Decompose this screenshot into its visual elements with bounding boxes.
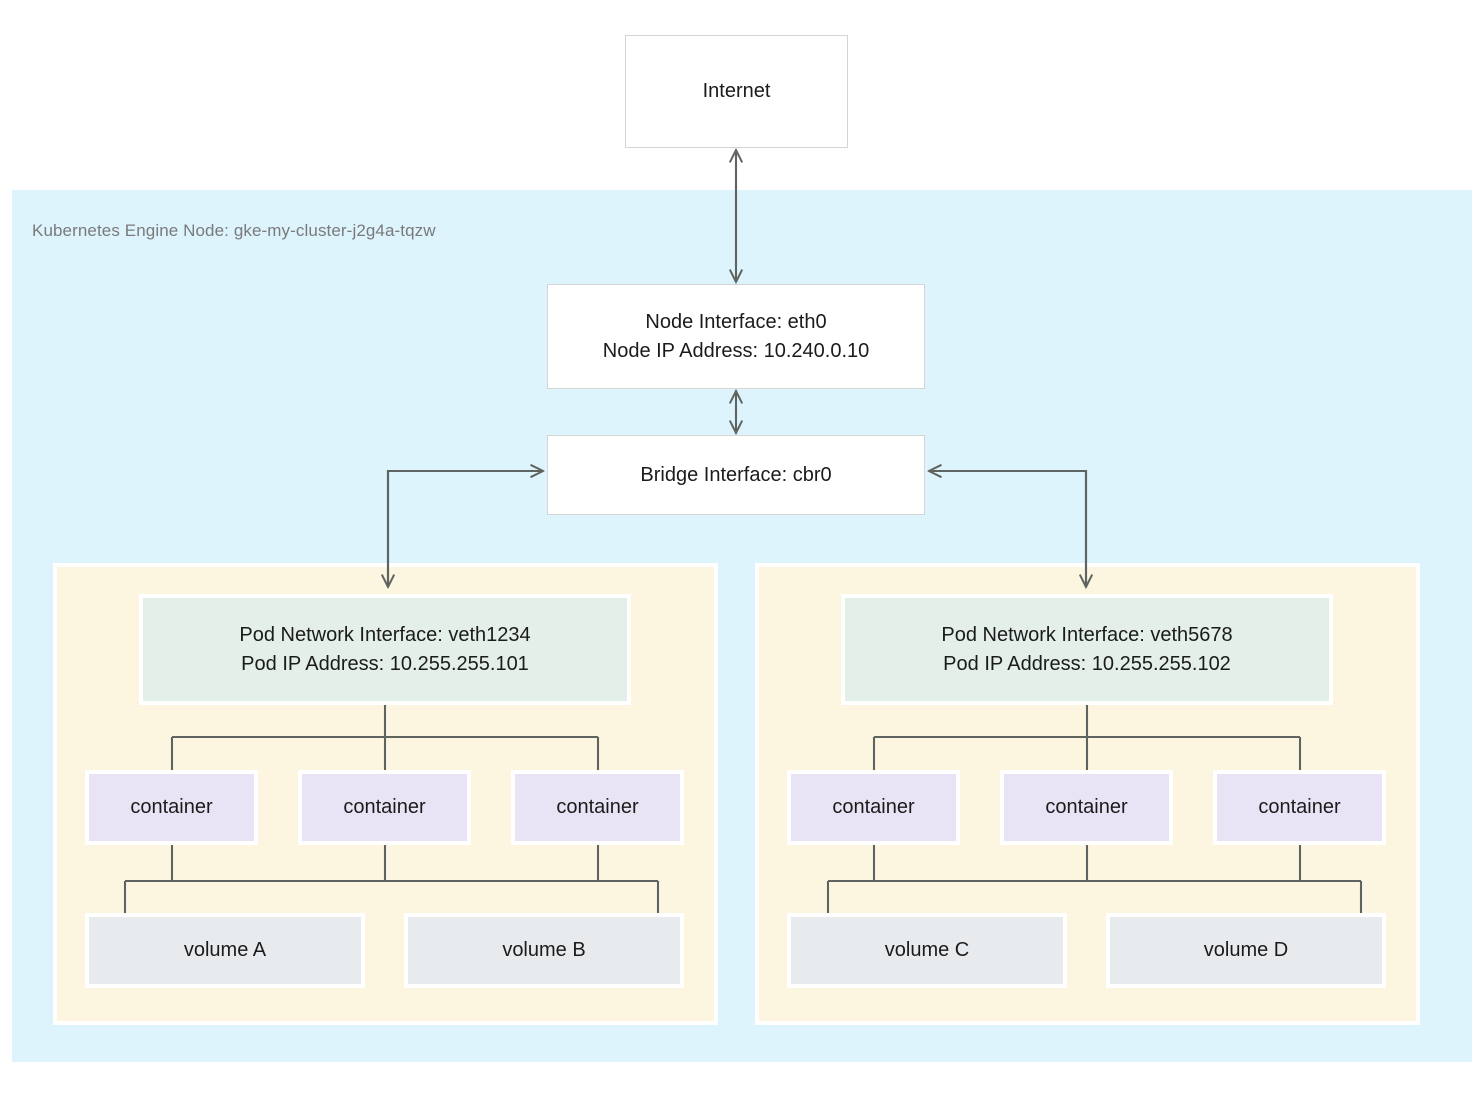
- bridge-interface-label: Bridge Interface: cbr0: [640, 463, 832, 486]
- volume-label: volume D: [1203, 939, 1289, 961]
- node-interface-box[interactable]: Node Interface: eth0 Node IP Address: 10…: [547, 284, 925, 389]
- volume-box[interactable]: volume C: [787, 913, 1067, 988]
- volume-box[interactable]: volume B: [404, 913, 684, 988]
- internet-box[interactable]: Internet: [625, 35, 848, 148]
- container-label: container: [832, 796, 915, 818]
- bridge-interface-box[interactable]: Bridge Interface: cbr0: [547, 435, 925, 515]
- node-region-label: Kubernetes Engine Node: gke-my-cluster-j…: [32, 221, 436, 240]
- pod-ip-label: Pod IP Address: 10.255.255.101: [241, 652, 529, 675]
- container-label: container: [1258, 796, 1341, 818]
- node-ip-label: Node IP Address: 10.240.0.10: [602, 339, 870, 362]
- volume-label: volume A: [183, 939, 267, 961]
- pod-interface-label: Pod Network Interface: veth1234: [239, 623, 531, 646]
- container-label: container: [343, 796, 426, 818]
- container-box[interactable]: container: [298, 770, 471, 845]
- internet-label: Internet: [702, 80, 771, 102]
- pod-interface-label: Pod Network Interface: veth5678: [941, 623, 1233, 646]
- volume-box[interactable]: volume A: [85, 913, 365, 988]
- pod-network-interface-2[interactable]: Pod Network Interface: veth5678 Pod IP A…: [841, 594, 1333, 705]
- container-box[interactable]: container: [511, 770, 684, 845]
- container-box[interactable]: container: [1000, 770, 1173, 845]
- container-box[interactable]: container: [1213, 770, 1386, 845]
- node-interface-label: Node Interface: eth0: [645, 310, 827, 333]
- volume-label: volume B: [502, 939, 586, 961]
- container-box[interactable]: container: [85, 770, 258, 845]
- pod-network-interface-1[interactable]: Pod Network Interface: veth1234 Pod IP A…: [139, 594, 631, 705]
- container-label: container: [130, 796, 213, 818]
- container-box[interactable]: container: [787, 770, 960, 845]
- container-label: container: [556, 796, 639, 818]
- pod-ip-label: Pod IP Address: 10.255.255.102: [943, 652, 1231, 675]
- container-label: container: [1045, 796, 1128, 818]
- volume-box[interactable]: volume D: [1106, 913, 1386, 988]
- volume-label: volume C: [884, 939, 970, 961]
